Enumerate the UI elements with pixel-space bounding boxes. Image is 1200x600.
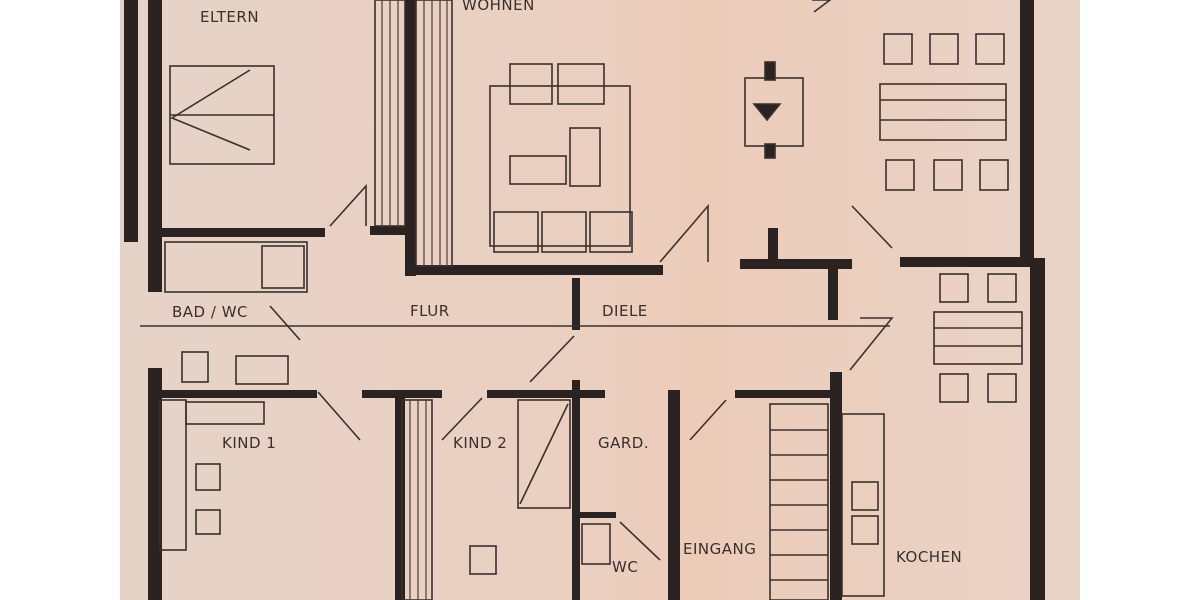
paper-background: [120, 0, 1080, 600]
room-labels: ELTERN WOHNEN BAD / WC FLUR DIELE KIND 1…: [172, 0, 962, 576]
furniture: [140, 0, 1023, 600]
label-flur: FLUR: [410, 302, 450, 320]
label-kind2: KIND 2: [453, 434, 507, 452]
label-gard: GARD.: [598, 434, 649, 452]
label-eltern: ELTERN: [200, 8, 259, 26]
label-bad-wc: BAD / WC: [172, 303, 248, 321]
label-wc: WC: [612, 558, 638, 576]
hatched-chimney: [374, 0, 453, 600]
label-kind1: KIND 1: [222, 434, 276, 452]
label-wohnen: WOHNEN: [462, 0, 535, 14]
label-diele: DIELE: [602, 302, 648, 320]
walls: [124, 0, 1045, 600]
label-kochen: KOCHEN: [896, 548, 962, 566]
label-eingang: EINGANG: [683, 540, 756, 558]
